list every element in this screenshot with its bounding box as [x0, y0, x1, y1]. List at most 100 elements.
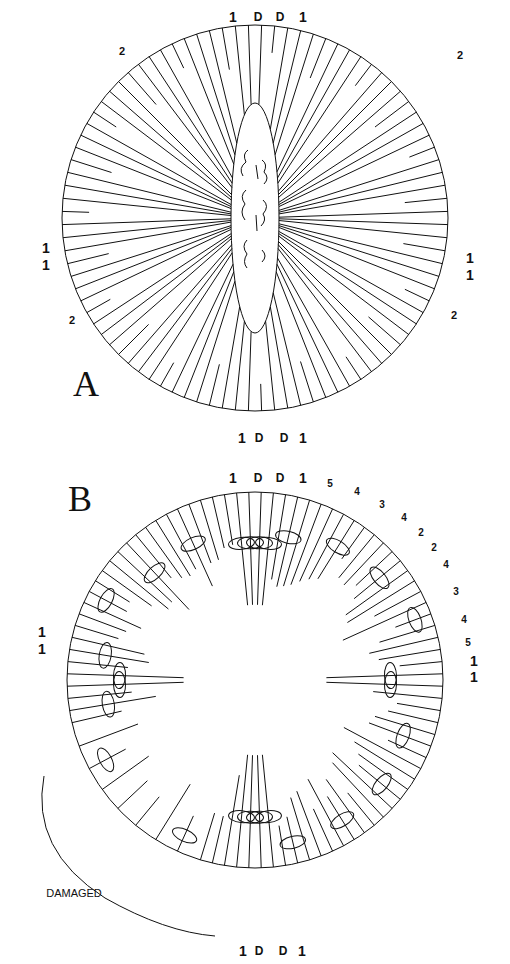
septum-line	[310, 39, 326, 79]
septum-line	[388, 740, 426, 757]
septum-line	[136, 797, 160, 826]
septum-line	[119, 324, 149, 354]
septum-line	[278, 73, 382, 192]
septum-letter: D	[254, 472, 263, 484]
pocket-outline	[95, 586, 118, 615]
septum-letter: D	[254, 11, 263, 23]
septum-line	[347, 581, 414, 623]
septum-number: 1	[298, 944, 306, 958]
septum-line	[68, 172, 232, 212]
septum-number: 4	[443, 560, 449, 570]
septum-number: 2	[451, 310, 457, 321]
septum-number: 2	[69, 315, 75, 326]
septum-line	[87, 123, 231, 204]
septum-line	[70, 649, 149, 662]
septum-line	[63, 198, 231, 215]
septum-line	[369, 637, 438, 653]
septum-number: 1	[229, 10, 237, 24]
septum-line	[81, 229, 231, 301]
pocket-outline	[324, 535, 352, 559]
septum-number: 3	[453, 587, 459, 597]
septum-number: 4	[354, 487, 360, 497]
septum-line	[200, 813, 214, 860]
septum-line	[260, 384, 262, 411]
pocket-outline	[94, 746, 117, 775]
damaged-bracket	[42, 776, 215, 936]
septum-line	[291, 798, 310, 860]
septum-line	[266, 321, 275, 410]
septum-line	[343, 602, 426, 640]
septum-line	[279, 160, 439, 211]
septum-line	[287, 817, 298, 863]
septum-line	[209, 31, 237, 144]
septum-number: 1	[238, 431, 246, 445]
septum-line	[138, 64, 232, 187]
septum-line	[375, 101, 409, 127]
septum-line	[278, 249, 372, 372]
septum-number: 2	[431, 543, 437, 553]
septum-number: 1	[38, 625, 46, 639]
septum-line	[248, 332, 251, 411]
septum-line	[278, 57, 361, 184]
septum-line	[224, 775, 239, 865]
septum-line	[177, 816, 193, 851]
septum-line	[71, 226, 231, 277]
septum-number: 1	[466, 251, 474, 265]
septum-line	[409, 147, 434, 157]
septum-letter: D	[280, 432, 289, 444]
septum-line	[110, 239, 232, 345]
septum-number: 1	[38, 642, 46, 656]
septum-line	[94, 112, 117, 127]
septum-line	[279, 185, 445, 214]
septum-line	[301, 362, 314, 403]
septum-line	[313, 809, 332, 851]
septum-letter: D	[255, 945, 264, 957]
septum-line	[222, 28, 229, 70]
panel-letter: A	[73, 366, 99, 402]
septum-line	[235, 321, 244, 410]
septum-line	[277, 44, 338, 172]
septum-number: 1	[470, 670, 478, 684]
septum-line	[375, 716, 435, 734]
septum-line	[373, 692, 442, 699]
septum-line	[128, 245, 232, 364]
septum-line	[62, 211, 89, 213]
septum-line	[127, 543, 190, 610]
septum-number: 2	[418, 528, 424, 538]
septum-line	[248, 25, 251, 104]
septum-line	[279, 172, 443, 212]
septum-line	[405, 198, 447, 202]
septum-number: 1	[299, 10, 307, 24]
pocket-outline	[367, 564, 393, 592]
septum-line	[79, 614, 126, 632]
septum-line	[110, 561, 169, 609]
pocket-outline	[369, 770, 395, 798]
septum-line	[270, 28, 288, 130]
pocket-outline	[384, 662, 397, 688]
septum-number: 4	[401, 513, 407, 523]
septum-line	[279, 242, 392, 355]
septum-line	[279, 231, 423, 312]
septum-number: 1	[299, 471, 307, 485]
panel-letter: B	[68, 481, 92, 517]
septum-line	[224, 495, 232, 545]
septum-line	[189, 504, 211, 563]
septum-line	[279, 224, 443, 264]
septum-letter: D	[279, 945, 288, 957]
septum-number: 3	[379, 500, 385, 510]
pocket-outline	[141, 560, 168, 587]
septum-line	[128, 73, 156, 105]
septum-letter: D	[255, 432, 264, 444]
outer-wall	[67, 492, 443, 868]
septum-number: 5	[465, 638, 471, 648]
septum-line	[75, 625, 118, 638]
septum-line	[71, 160, 112, 173]
septum-line	[101, 236, 231, 335]
septum-line	[403, 244, 445, 251]
axial-space	[231, 103, 279, 333]
septum-line	[279, 826, 286, 866]
septum-number: 1	[239, 944, 247, 958]
septum-number: 4	[461, 615, 467, 625]
septum-line	[102, 756, 149, 789]
pocket-outline	[170, 825, 199, 847]
